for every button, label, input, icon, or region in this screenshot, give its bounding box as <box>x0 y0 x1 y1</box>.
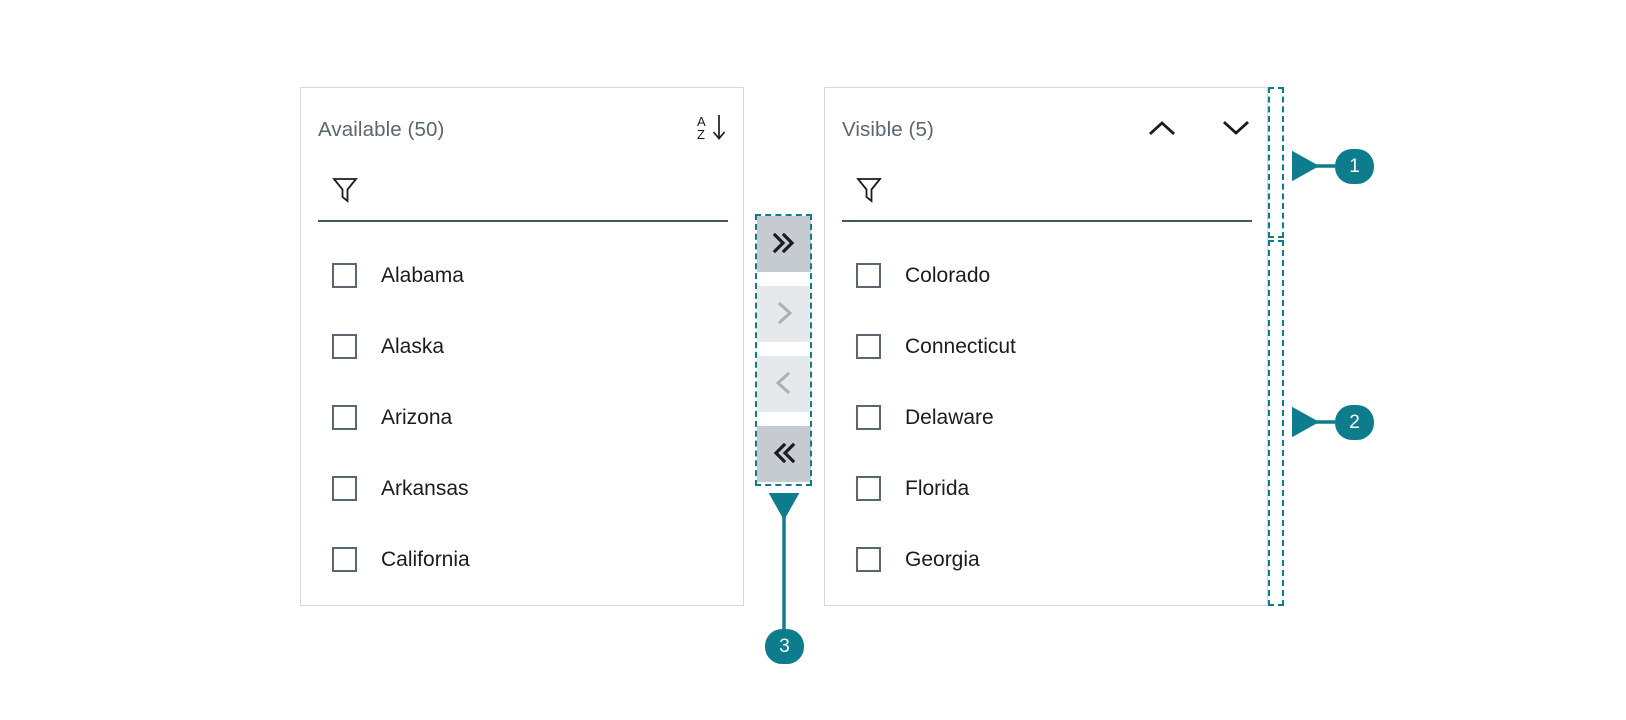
checkbox[interactable] <box>856 263 881 288</box>
checkbox[interactable] <box>856 476 881 501</box>
list-item-label: Florida <box>905 476 970 500</box>
sort-az-letter-a: A <box>697 114 706 129</box>
available-list[interactable]: Alabama Alaska Arizona Arkansas Californ… <box>318 240 728 595</box>
available-filter-row <box>318 168 728 224</box>
visible-filter-input[interactable] <box>842 168 1252 222</box>
move-down-button[interactable] <box>1221 114 1251 144</box>
annotation-region-2 <box>1268 240 1284 606</box>
move-right-button[interactable] <box>757 286 811 342</box>
chevron-right-icon <box>771 299 797 330</box>
list-item-label: Colorado <box>905 263 991 287</box>
move-down-icon <box>1221 117 1251 142</box>
checkbox[interactable] <box>856 547 881 572</box>
annotation-badge-3: 3 <box>765 629 804 664</box>
list-item-label: Alabama <box>381 263 464 287</box>
move-up-icon <box>1147 117 1177 142</box>
visible-panel-header: Visible (5) <box>825 88 1267 180</box>
list-item[interactable]: Connecticut <box>842 311 1252 382</box>
list-item[interactable]: Alabama <box>318 240 728 311</box>
checkbox[interactable] <box>332 263 357 288</box>
list-item-label: Delaware <box>905 405 994 429</box>
sort-az-button[interactable]: A Z <box>697 114 727 144</box>
visible-panel-title: Visible (5) <box>842 118 934 141</box>
list-item[interactable]: California <box>318 524 728 595</box>
chevron-left-icon <box>771 369 797 400</box>
list-item[interactable]: Arizona <box>318 382 728 453</box>
move-all-left-button[interactable] <box>757 426 811 482</box>
visible-panel: Visible (5) <box>824 87 1268 606</box>
checkbox[interactable] <box>856 334 881 359</box>
sort-az-letter-z: Z <box>697 127 705 142</box>
move-up-button[interactable] <box>1147 114 1177 144</box>
list-item[interactable]: Alaska <box>318 311 728 382</box>
list-item[interactable]: Arkansas <box>318 453 728 524</box>
visible-filter-row <box>842 168 1252 224</box>
list-item-label: Connecticut <box>905 334 1016 358</box>
list-item-label: Alaska <box>381 334 445 358</box>
list-item-label: Arkansas <box>381 476 469 500</box>
available-filter-input[interactable] <box>318 168 728 222</box>
available-panel-header: Available (50) A Z <box>301 88 743 180</box>
available-panel-title: Available (50) <box>318 118 445 141</box>
move-left-button[interactable] <box>757 356 811 412</box>
annotation-badge-2: 2 <box>1335 405 1374 440</box>
double-chevron-left-icon <box>769 440 799 469</box>
list-item-label: Georgia <box>905 547 980 571</box>
checkbox[interactable] <box>332 476 357 501</box>
list-item[interactable]: Delaware <box>842 382 1252 453</box>
checkbox[interactable] <box>856 405 881 430</box>
sort-arrow-down-icon <box>710 113 728 146</box>
checkbox[interactable] <box>332 334 357 359</box>
list-item[interactable]: Florida <box>842 453 1252 524</box>
checkbox[interactable] <box>332 405 357 430</box>
visible-list[interactable]: Colorado Connecticut Delaware Florida Ge… <box>842 240 1252 595</box>
list-item[interactable]: Colorado <box>842 240 1252 311</box>
available-panel: Available (50) A Z <box>300 87 744 606</box>
double-chevron-right-icon <box>769 230 799 259</box>
transfer-buttons-column <box>757 216 811 484</box>
annotation-region-1 <box>1268 87 1284 238</box>
list-item[interactable]: Georgia <box>842 524 1252 595</box>
checkbox[interactable] <box>332 547 357 572</box>
available-header-actions: A Z <box>697 114 727 144</box>
visible-header-actions <box>1147 114 1251 144</box>
annotation-badge-1: 1 <box>1335 149 1374 184</box>
list-item-label: Arizona <box>381 405 453 429</box>
sort-az-icon: A Z <box>697 114 727 144</box>
list-item-label: California <box>381 547 470 571</box>
move-all-right-button[interactable] <box>757 216 811 272</box>
